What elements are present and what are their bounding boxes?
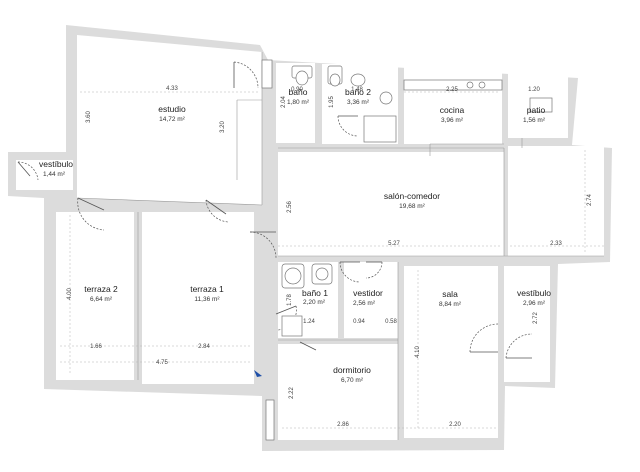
floor-salon	[278, 152, 504, 256]
dim-dormitorio-width: 2.86	[337, 422, 349, 428]
room-name-vestibulo-2: vestíbulo	[517, 288, 551, 298]
dim-terrazas-total: 4.75	[156, 360, 168, 366]
room-name-cocina: cocina	[440, 105, 465, 115]
dim-vestidor-width-a: 0.94	[353, 319, 365, 325]
dim-cocina-width: 2.25	[446, 87, 458, 93]
room-name-salon-comedor: salón-comedor	[384, 191, 440, 201]
dim-dormitorio-height: 2.22	[289, 387, 295, 399]
dimension-guides	[60, 91, 604, 430]
dim-salon-right-height: 2.74	[587, 194, 593, 206]
room-area-dormitorio: 6,70 m²	[341, 377, 364, 384]
north-arrow-icon	[254, 370, 262, 377]
dim-bano-height: 2.04	[281, 96, 287, 108]
fixtures	[261, 59, 553, 441]
doors	[17, 61, 533, 359]
dim-vestibulo-2-height: 2.72	[533, 312, 539, 324]
room-area-vestidor: 2,56 m²	[353, 300, 376, 307]
floor-estudio	[77, 35, 262, 205]
dim-estudio-height-left: 3.60	[86, 111, 92, 123]
dim-terraza-1-width: 2.84	[198, 344, 210, 350]
room-area-estudio: 14,72 m²	[159, 116, 185, 123]
dim-estudio-width: 4.33	[166, 86, 178, 92]
dimension-labels: 4.33 3.60 3.20 0.90 2.04 1.95 1.48 2.25 …	[67, 86, 593, 428]
dim-sala-width: 2.20	[449, 422, 461, 428]
room-area-patio: 1,56 m²	[523, 117, 546, 124]
room-name-bano-2: baño 2	[345, 87, 371, 97]
room-name-bano: baño	[289, 87, 308, 97]
dim-sala-height: 4.10	[415, 346, 421, 358]
room-area-cocina: 3,96 m²	[441, 117, 464, 124]
room-name-bano-1: baño 1	[302, 288, 328, 298]
dim-estudio-height-right: 3.20	[220, 121, 226, 133]
room-name-patio: patio	[527, 105, 546, 115]
dim-bano-width: 0.90	[291, 87, 303, 93]
dim-bano-1-height: 1.78	[287, 294, 293, 306]
floor-terraza-2	[56, 212, 134, 380]
floor-vestibulo-2	[504, 266, 550, 382]
room-name-terraza-2: terraza 2	[84, 284, 118, 294]
dim-bano-1-width: 1.24	[303, 319, 315, 325]
room-area-bano-2: 3,36 m²	[347, 99, 370, 106]
room-area-salon-comedor: 19,68 m²	[399, 203, 425, 210]
dim-salon-width: 5.27	[388, 241, 400, 247]
room-area-bano: 1,80 m²	[287, 99, 310, 106]
room-name-vestidor: vestidor	[353, 288, 383, 298]
room-floors	[16, 35, 604, 440]
floor-salon-right	[508, 146, 604, 256]
floor-dormitorio	[278, 344, 398, 440]
room-name-sala: sala	[442, 289, 458, 299]
dim-terraza-height: 4.00	[67, 288, 73, 300]
room-area-terraza-2: 6,64 m²	[90, 296, 113, 303]
floor-vestidor	[344, 262, 398, 338]
room-name-estudio: estudio	[158, 104, 186, 114]
room-name-vestibulo-1: vestíbulo	[39, 159, 73, 169]
room-name-dormitorio: dormitorio	[333, 365, 371, 375]
floor-terraza-1	[142, 212, 254, 384]
floor-vestibulo-1	[16, 160, 73, 190]
partitions	[76, 52, 604, 440]
room-name-terraza-1: terraza 1	[190, 284, 224, 294]
dim-bano-2-height: 1.95	[329, 96, 335, 108]
dim-salon-height: 2.56	[287, 201, 293, 213]
room-area-sala: 8,84 m²	[439, 301, 462, 308]
dim-salon-right-width: 2.33	[550, 241, 562, 247]
floor-cocina	[404, 66, 502, 144]
dim-terraza-2-width: 1.66	[90, 344, 102, 350]
room-area-vestibulo-1: 1,44 m²	[43, 171, 66, 178]
dim-bano-2-width: 1.48	[351, 87, 363, 93]
dim-patio-width: 1.20	[528, 87, 540, 93]
room-area-vestibulo-2: 2,96 m²	[523, 300, 546, 307]
room-area-bano-1: 2,20 m²	[303, 299, 326, 306]
room-labels: estudio 14,72 m² vestíbulo 1,44 m² baño …	[39, 87, 551, 384]
dim-vestidor-width-b: 0.58	[385, 319, 397, 325]
room-area-terraza-1: 11,36 m²	[194, 296, 220, 303]
